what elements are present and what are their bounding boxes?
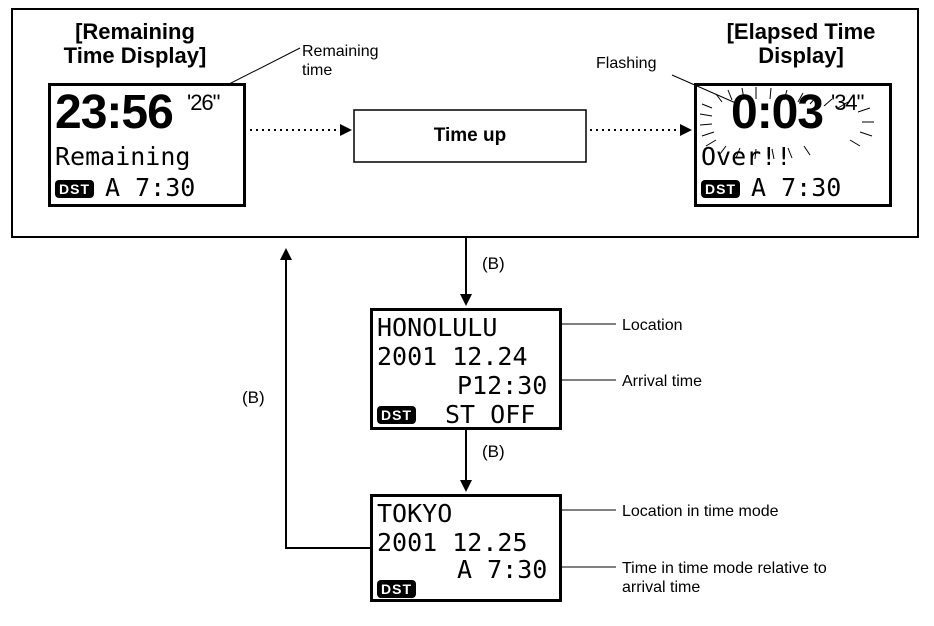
arrival-time-value: P12:30: [457, 371, 548, 400]
timemode-dst-badge: DST: [377, 580, 416, 598]
arrival-location: HONOLULU: [377, 313, 498, 342]
arrival-summer-time: ST OFF: [445, 400, 536, 429]
remaining-title: [Remaining Time Display]: [63, 19, 207, 68]
elapsed-lcd: 0:03 '34" Over!! DST A 7:30: [694, 83, 892, 207]
arrival-dst-badge: DST: [377, 406, 416, 424]
flashing-callout-leader: [671, 74, 739, 105]
elapsed-title: [Elapsed Time Display]: [726, 19, 876, 68]
b-label-middle: (B): [482, 442, 505, 461]
flashing-callout: Flashing: [596, 55, 657, 72]
b-label-left: (B): [242, 388, 265, 407]
arrival-date: 2001 12.24: [377, 342, 528, 371]
remaining-dst-badge: DST: [55, 180, 94, 198]
remaining-status: Remaining: [55, 142, 191, 171]
location-callout: Location: [622, 317, 683, 334]
arrival-time-callout: Arrival time: [622, 373, 703, 390]
location-time-mode-callout: Location in time mode: [622, 503, 779, 520]
remaining-big-time: 23:56: [55, 86, 174, 139]
elapsed-status: Over!!: [701, 142, 792, 171]
time-in-time-mode-callout: Time in time mode relative to arrival ti…: [622, 560, 827, 596]
time-up-box: [353, 109, 587, 163]
return-path: [280, 248, 370, 549]
timemode-date: 2001 12.25: [377, 528, 528, 557]
elapsed-seconds: '34": [831, 90, 864, 115]
arrival-lcd: HONOLULU 2001 12.24 P12:30 DST ST OFF: [370, 308, 562, 430]
time-up-label: Time up: [433, 125, 507, 146]
b-label-top: (B): [482, 254, 505, 273]
remaining-seconds: '26": [187, 90, 220, 115]
timemode-lcd: TOKYO 2001 12.25 A 7:30 DST: [370, 494, 562, 602]
elapsed-dst-badge: DST: [701, 180, 740, 198]
timemode-time: A 7:30: [457, 555, 548, 584]
remaining-lcd: 23:56 '26" Remaining DST A 7:30: [48, 83, 246, 207]
elapsed-big-time: 0:03: [731, 86, 824, 139]
timemode-location: TOKYO: [377, 499, 453, 528]
elapsed-alarm: A 7:30: [751, 173, 842, 202]
remaining-alarm: A 7:30: [105, 173, 196, 202]
remaining-time-callout: Remaining time: [302, 43, 379, 79]
outer-frame: [11, 8, 919, 238]
flashing-rays: [699, 87, 874, 160]
